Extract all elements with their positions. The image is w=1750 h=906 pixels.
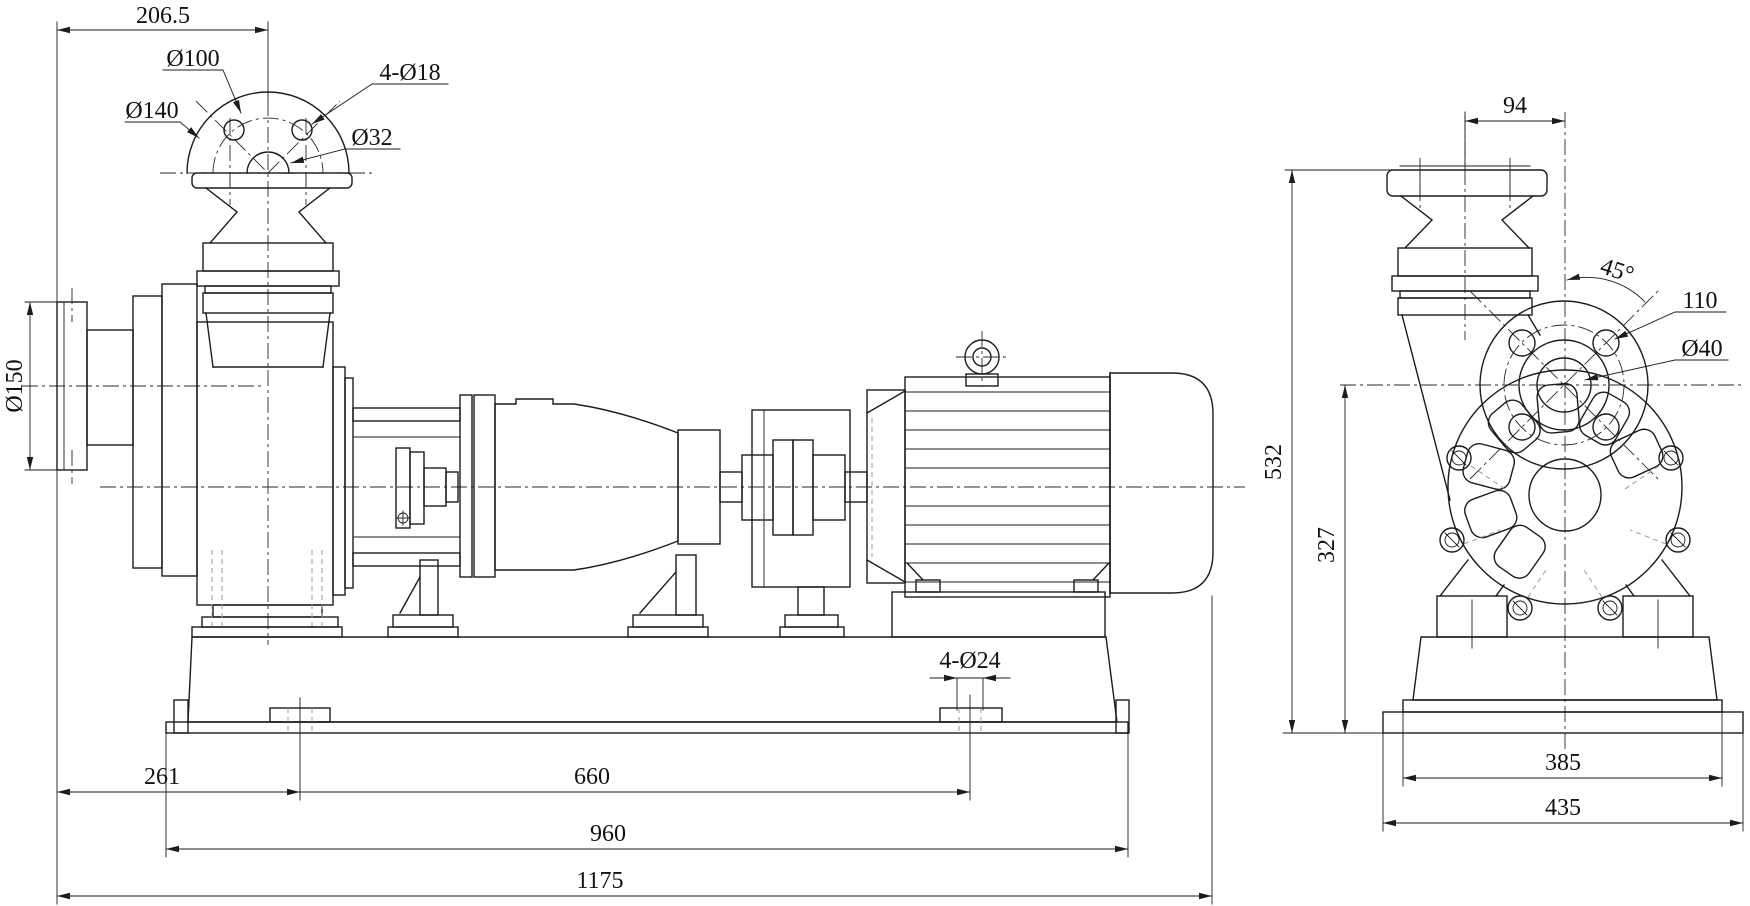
rv-base: [1382, 559, 1744, 734]
dim-flange-od-140: Ø140: [125, 98, 178, 124]
fan-cover: [1109, 372, 1214, 594]
rv-rib-windows: [1462, 382, 1664, 579]
lifting-eye: [956, 331, 1008, 387]
support-brackets: [387, 554, 709, 638]
dim-435: 435: [1545, 795, 1581, 821]
anchor-bolt-boss-right: [939, 694, 1003, 747]
dim-holes-4-18: 4-Ø18: [379, 60, 440, 86]
motor-stool: [751, 409, 851, 638]
rv-dims: 94 532 327 385 435 45° 110 Ø40: [1261, 93, 1744, 832]
motor-feet: [891, 562, 1110, 638]
baseplate: [165, 626, 1130, 747]
dim-660: 660: [574, 764, 610, 790]
rv-cover-bolts: [1439, 445, 1691, 621]
electric-motor: [866, 331, 1214, 638]
dim-anchor-holes: 4-Ø24: [929, 648, 1011, 711]
discharge-nozzle: [191, 118, 353, 368]
dim-327: 327: [1314, 527, 1340, 563]
dim-bolt-circle-100: Ø100: [166, 46, 219, 72]
dim-94: 94: [1503, 93, 1527, 119]
dim-385: 385: [1545, 750, 1581, 776]
rv-casing-cover: [1439, 369, 1691, 621]
rv-port-flange: [1479, 300, 1649, 470]
dim-suction-150: Ø150: [2, 359, 28, 412]
dim-45deg: 45°: [1597, 253, 1637, 288]
rv-centerlines: [1340, 112, 1745, 752]
dim-206-5: 206.5: [136, 3, 190, 29]
dim-110: 110: [1682, 288, 1717, 314]
anchor-bolt-boss-left: [269, 697, 331, 747]
dim-40: Ø40: [1681, 336, 1722, 362]
bearing-frame: [352, 394, 496, 578]
suction-flange: [56, 288, 134, 484]
pump-casing: [132, 283, 354, 628]
motor-fins: [904, 391, 1111, 583]
dim-960: 960: [590, 821, 626, 847]
dim-4-24: 4-Ø24: [939, 648, 1000, 674]
dim-1175: 1175: [576, 868, 623, 894]
dim-532: 532: [1261, 444, 1287, 480]
dim-suction: Ø150: [2, 301, 58, 471]
left-view-side-elevation: 206.5 Ø100 4-Ø18 Ø140 Ø32 Ø150: [2, 3, 1245, 905]
bearing-housing: [494, 398, 721, 571]
dims-top: 206.5 Ø100 4-Ø18 Ø140 Ø32: [56, 3, 449, 303]
centerlines: [22, 100, 1245, 645]
dim-bore-32: Ø32: [351, 125, 392, 151]
coupling: [719, 439, 868, 536]
dims-bottom: 261 660 960 1175 4-Ø24: [56, 469, 1213, 905]
dim-261: 261: [144, 764, 180, 790]
right-view-end-elevation: 94 532 327 385 435 45° 110 Ø40: [1261, 93, 1745, 832]
rv-discharge-nozzle: [1386, 158, 1548, 501]
